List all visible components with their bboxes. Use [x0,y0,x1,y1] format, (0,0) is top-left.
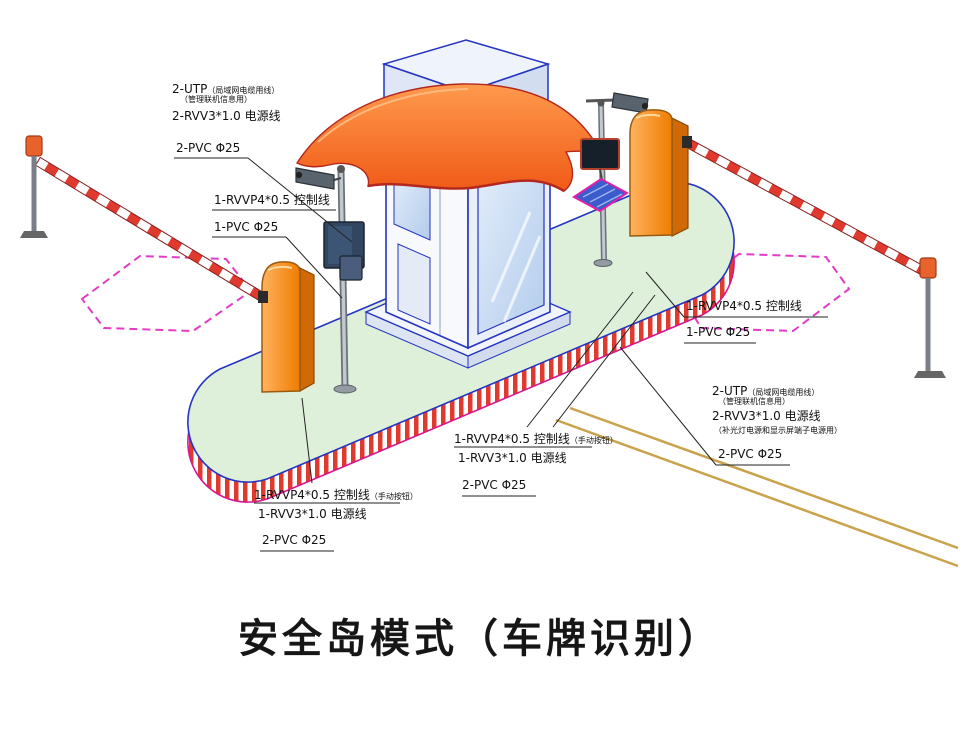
lpr-camera-left [295,167,335,190]
leader-rightbottom [619,346,717,466]
camera-lens [641,102,649,110]
window-reflection-1 [490,211,532,303]
label-rightmid-line2: 1-PVC Φ25 [686,325,751,339]
barrier-support-post-left [20,135,48,238]
label-center-line3: 2-PVC Φ25 [462,478,527,492]
label-leftmid-line1: 1-RVVP4*0.5 控制线 [214,193,330,207]
diagram-title: 安全岛模式（车牌识别） [238,616,722,662]
pole-base [333,384,357,394]
pole-base [593,259,613,267]
label-center-line1: 1-RVVP4*0.5 控制线（手动按钮） [454,432,618,446]
canopy-roof [295,83,600,193]
label-leftbottom-line3: 2-PVC Φ25 [262,533,327,547]
camera-bracket [333,177,342,181]
leader-topleft [247,157,353,243]
led-sign-board [572,177,629,213]
leader-rightmid [645,271,685,318]
label-topleft-line2: （管理联机信息用） [180,95,252,104]
camera-pole-right [572,92,649,267]
gate-cabinet-front [261,261,301,393]
leader-leftbottom [301,397,313,484]
road-edge-line-1 [569,406,959,550]
label-rightbottom-line5: 2-PVC Φ25 [718,447,783,461]
label-rightbottom-line1: 2-UTP（局域网电缆用线） [712,384,820,398]
label-leftbottom-line2: 1-RVV3*1.0 电源线 [258,507,367,521]
gate-cabinet-front [629,109,673,237]
equipment-box-lower [339,255,363,281]
arm-mount-bracket [682,136,692,148]
label-rightmid-line1: 1-RVVP4*0.5 控制线 [686,299,802,313]
label-rightbottom-line3: 2-RVV3*1.0 电源线 [712,409,821,423]
roof-ridge-highlight [317,88,469,143]
camera-lens [295,171,303,179]
gate-cabinet-side [671,117,689,237]
label-rightbottom-line2: （管理联机信息用） [718,397,790,406]
post-base [20,231,48,238]
vehicle-loop-left [80,254,253,333]
label-leftbottom-line1: 1-RVVP4*0.5 控制线（手动按钮） [254,488,418,502]
display-screen [580,138,620,170]
post-head [25,135,43,157]
camera-pole-left [295,165,365,394]
arm-mount-bracket [258,291,268,303]
post-base [914,371,946,378]
label-center-line2: 1-RVV3*1.0 电源线 [458,451,567,465]
pole-cap [337,165,345,173]
leader-leftmid [285,236,343,299]
lpr-camera-right [611,92,649,114]
gate-cabinet-side [299,267,315,393]
callout-lines [174,157,828,552]
leader-center-1 [526,291,634,428]
booth-door [397,243,431,325]
window-reflection-2 [502,235,542,323]
label-leftmid-line2: 1-PVC Φ25 [214,220,279,234]
barrier-gate-left [34,156,315,393]
road-edge-line-2 [555,418,959,568]
roof-underside-edge [367,179,565,193]
barrier-gate-right [629,109,925,275]
label-topleft-line1: 2-UTP（局域网电缆用线） [172,82,280,96]
leader-center-2 [552,294,656,428]
label-topleft-line3: 2-RVV3*1.0 电源线 [172,109,281,123]
vehicle-loop-right [681,252,851,333]
label-rightbottom-line4: （补光灯电源和显示屏端子电源用） [714,426,842,435]
barrier-support-post-right [914,257,946,378]
label-topleft-line4: 2-PVC Φ25 [176,141,241,155]
post-head [919,257,937,279]
